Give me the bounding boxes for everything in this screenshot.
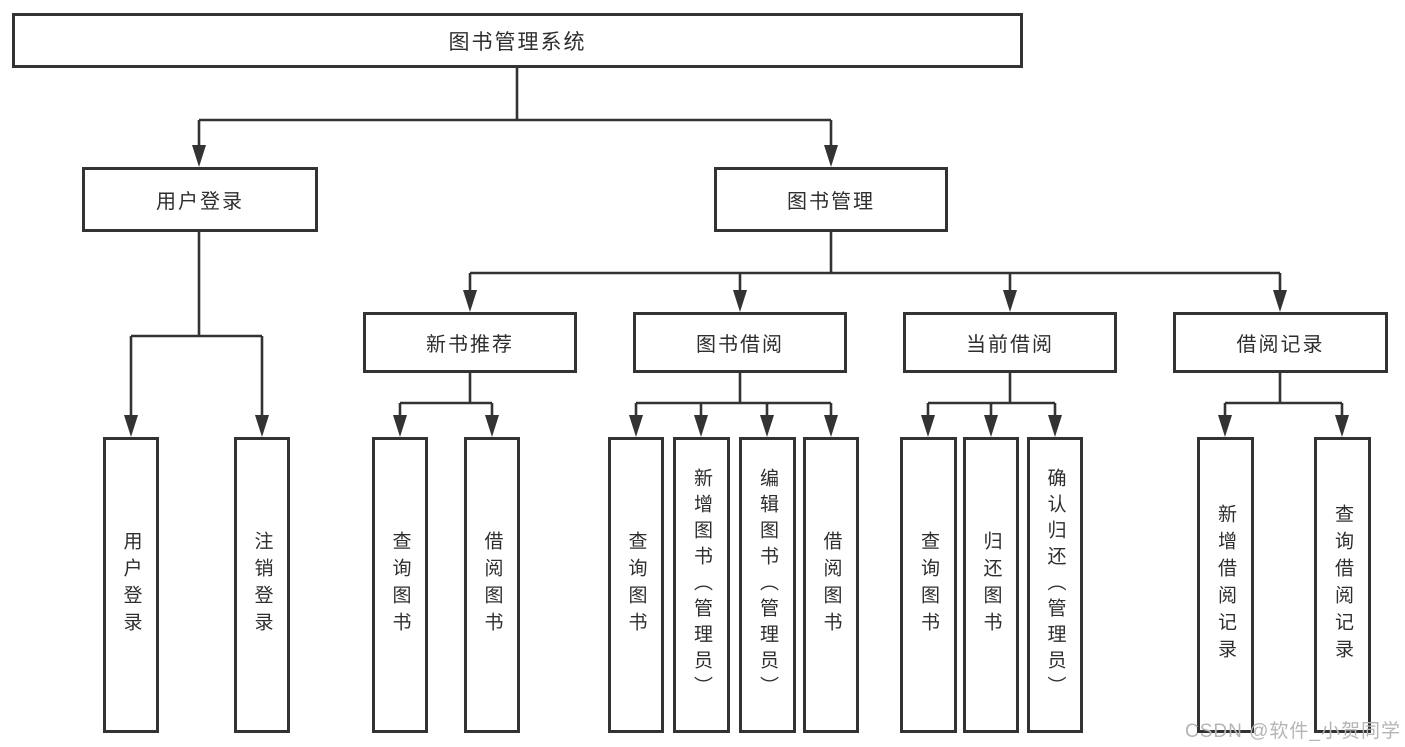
node-new-book-recommend-label: 新书推荐 — [426, 334, 514, 356]
node-root-system: 图书管理系统 — [12, 13, 1023, 68]
leaf-logout-label: 注销登录 — [251, 531, 273, 639]
leaf-add-borrow-record-label: 新增借阅记录 — [1215, 504, 1236, 666]
node-book-borrowing-label: 图书借阅 — [696, 334, 784, 356]
leaf-return-books: 归还图书 — [963, 437, 1019, 733]
leaf-query-books-current-label: 查询图书 — [918, 531, 939, 639]
leaf-edit-books-admin-label: 编辑图书（管理员） — [757, 468, 778, 702]
leaf-borrow-books-borrowing: 借阅图书 — [803, 437, 859, 733]
leaf-query-books-recommend-label: 查询图书 — [389, 531, 411, 639]
leaf-return-books-label: 归还图书 — [980, 531, 1002, 639]
leaf-add-books-admin: 新增图书（管理员） — [673, 437, 730, 733]
node-book-management: 图书管理 — [714, 167, 948, 232]
node-current-borrowing: 当前借阅 — [903, 312, 1117, 373]
leaf-query-books-borrowing-label: 查询图书 — [625, 531, 647, 639]
leaf-edit-books-admin: 编辑图书（管理员） — [739, 437, 796, 733]
watermark: CSDN @软件_小贺同学 — [1185, 721, 1401, 742]
leaf-query-borrow-record: 查询借阅记录 — [1314, 437, 1371, 733]
leaf-confirm-return-admin: 确认归还（管理员） — [1027, 437, 1083, 733]
connector-book-management-children — [463, 232, 1287, 312]
leaf-user-login-label: 用户登录 — [120, 531, 142, 639]
leaf-add-borrow-record: 新增借阅记录 — [1197, 437, 1254, 733]
node-book-management-label: 图书管理 — [787, 191, 875, 213]
node-current-borrowing-label: 当前借阅 — [966, 334, 1054, 356]
leaf-add-books-admin-label: 新增图书（管理员） — [691, 468, 712, 702]
node-book-borrowing: 图书借阅 — [633, 312, 847, 373]
leaf-query-books-borrowing: 查询图书 — [608, 437, 664, 733]
node-user-login: 用户登录 — [82, 167, 318, 232]
connector-user-login-children — [124, 232, 269, 437]
leaf-borrow-books-borrowing-label: 借阅图书 — [820, 531, 842, 639]
leaf-borrow-books-recommend-label: 借阅图书 — [481, 531, 503, 639]
connector-book-borrowing-children — [629, 373, 838, 437]
node-user-login-label: 用户登录 — [156, 191, 244, 213]
node-root-label: 图书管理系统 — [448, 30, 587, 54]
leaf-user-login: 用户登录 — [103, 437, 159, 733]
leaf-query-books-recommend: 查询图书 — [372, 437, 428, 733]
connector-current-borrowing-children — [921, 373, 1062, 437]
connector-borrowing-records-children — [1218, 373, 1349, 437]
node-borrowing-records: 借阅记录 — [1173, 312, 1388, 373]
leaf-query-borrow-record-label: 查询借阅记录 — [1332, 504, 1353, 666]
node-borrowing-records-label: 借阅记录 — [1236, 334, 1325, 356]
leaf-query-books-current: 查询图书 — [900, 437, 957, 733]
node-new-book-recommend: 新书推荐 — [363, 312, 577, 373]
connector-root-to-level2 — [192, 68, 838, 167]
connector-new-book-recommend-children — [393, 373, 499, 437]
leaf-borrow-books-recommend: 借阅图书 — [464, 437, 520, 733]
leaf-confirm-return-admin-label: 确认归还（管理员） — [1044, 468, 1066, 702]
leaf-logout: 注销登录 — [234, 437, 290, 733]
